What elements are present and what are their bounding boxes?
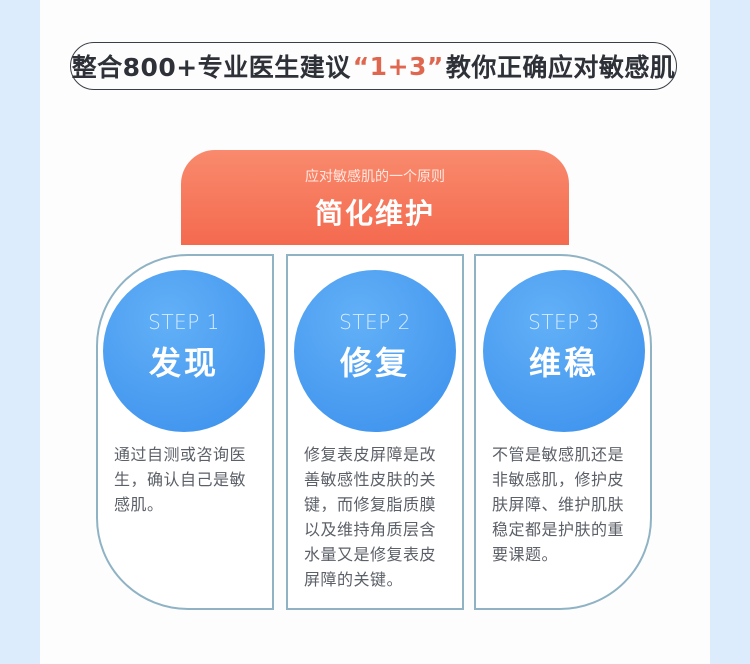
headline-suffix: 教你正确应对敏感肌	[445, 53, 676, 82]
step-description: 不管是敏感肌还是非敏感肌，修护皮肤屏障、维护肌肤稳定都是护肤的重要课题。	[492, 445, 625, 564]
principle-subtitle: 应对敏感肌的一个原则	[305, 169, 445, 185]
step-description: 修复表皮屏障是改善敏感性皮肤的关键，而修复脂质膜以及维持角质层含水量又是修复表皮…	[304, 445, 437, 589]
principle-title: 简化维护	[314, 197, 435, 230]
principle-banner: 应对敏感肌的一个原则 简化维护	[181, 150, 569, 245]
step-description: 通过自测或咨询医生，确认自己是敏感肌。	[114, 445, 247, 514]
headline-accent: “1+3”	[352, 51, 444, 81]
step-label: STEP 3	[528, 310, 600, 334]
step-label: STEP 1	[148, 310, 220, 334]
step-card-1: STEP 1 发现 通过自测或咨询医生，确认自己是敏感肌。	[96, 254, 274, 610]
step-name: 发现	[148, 344, 219, 382]
step-badge-2: STEP 2 修复	[294, 270, 456, 432]
step-name: 修复	[339, 344, 410, 382]
headline-banner: 整合800+专业医生建议 “1+3” 教你正确应对敏感肌	[70, 42, 677, 90]
step-card-3: STEP 3 维稳 不管是敏感肌还是非敏感肌，修护皮肤屏障、维护肌肤稳定都是护肤…	[474, 254, 652, 610]
step-name: 维稳	[528, 344, 599, 382]
step-label: STEP 2	[339, 310, 411, 334]
step-card-2: STEP 2 修复 修复表皮屏障是改善敏感性皮肤的关键，而修复脂质膜以及维持角质…	[286, 254, 464, 610]
step-badge-1: STEP 1 发现	[103, 270, 265, 432]
headline-prefix: 整合800+专业医生建议	[71, 53, 351, 82]
step-badge-3: STEP 3 维稳	[483, 270, 645, 432]
